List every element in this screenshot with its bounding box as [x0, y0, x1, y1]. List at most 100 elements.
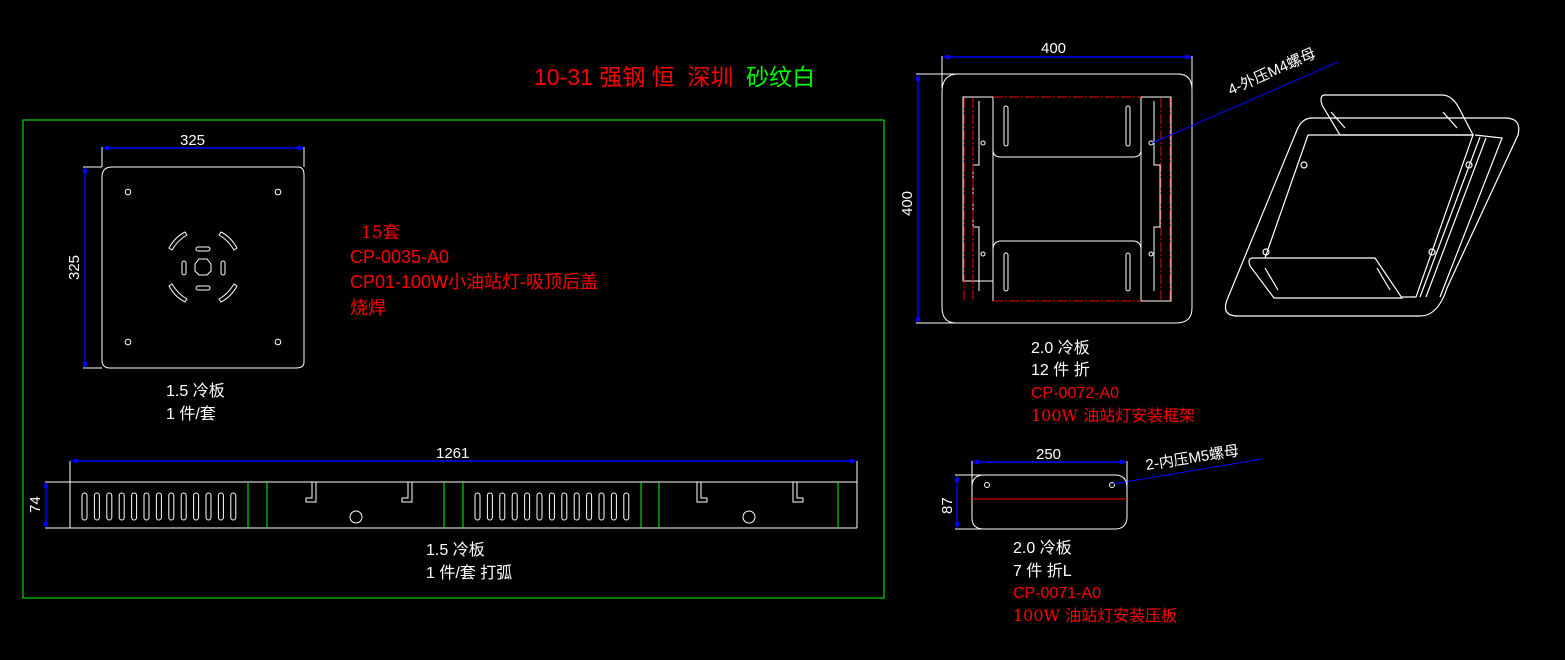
order-process: 烧焊 — [350, 298, 386, 318]
order-code: CP-0035-A0 — [350, 247, 450, 267]
frame-tab-top — [992, 98, 1142, 158]
title-date: 10-31 — [534, 64, 593, 90]
vent-slot — [486, 492, 493, 521]
cover-plate-qty: 1 件/套 — [166, 406, 216, 423]
cover-plate-width-dim: 325 — [180, 132, 206, 149]
strip-height-dim: 74 — [27, 496, 44, 513]
vent-slot — [524, 492, 531, 521]
vent-slot — [143, 492, 150, 521]
press-plate-extension-lines — [955, 461, 1128, 530]
mount-hole — [274, 338, 282, 346]
hook — [696, 482, 708, 503]
vent-slots-left — [81, 492, 237, 521]
frame-height-dim: 400 — [899, 190, 916, 216]
frame-callout-leader — [1151, 61, 1339, 144]
frame-tab-bottom — [992, 240, 1142, 301]
slot — [195, 246, 211, 252]
arc-slot — [168, 283, 188, 303]
order-name: CP01-100W小油站灯-吸顶后盖 — [350, 272, 599, 292]
title-customer: 强钢 恒 — [599, 64, 675, 90]
vent-slot — [499, 492, 506, 521]
vent-slot — [168, 492, 175, 521]
vent-slot — [81, 492, 88, 521]
mount-hole — [274, 188, 282, 196]
press-plate-dimensions — [955, 458, 1263, 528]
cover-plate-height-dim: 325 — [66, 254, 83, 280]
strip-qty: 1 件/套 打弧 — [426, 565, 513, 582]
strip-dimensions — [44, 459, 856, 527]
hook — [305, 482, 317, 503]
vent-slot — [573, 492, 580, 521]
frame-code: CP-0072-A0 — [1031, 385, 1120, 402]
frame-name: 100W 油站灯安装框架 — [1031, 406, 1196, 425]
press-plate-drawing — [971, 474, 1128, 530]
frame-inner-right — [1140, 96, 1172, 302]
vent-slot — [205, 492, 212, 521]
frame-isometric-view — [1224, 94, 1520, 317]
strip-bend-lines — [247, 482, 839, 528]
frame-qty: 12 件 折 — [1031, 362, 1090, 379]
vent-slot — [610, 492, 617, 521]
frame-inner-left — [962, 96, 994, 282]
arc-slot — [218, 231, 238, 251]
frame-bend-lines — [963, 96, 1171, 302]
arc-slot — [168, 231, 188, 251]
vent-slot — [193, 492, 200, 521]
order-sets: 15套 — [361, 223, 400, 243]
cover-plate-drawing — [101, 166, 305, 369]
strip-hole — [742, 510, 756, 524]
vent-slot — [623, 492, 630, 521]
press-plate-callout-leader — [1112, 458, 1263, 485]
strip-drawing — [45, 461, 858, 529]
frame-width-dim: 400 — [1041, 40, 1067, 57]
mount-hole — [124, 188, 132, 196]
arc-slot — [218, 283, 238, 303]
strip-length-dim: 1261 — [436, 445, 470, 462]
vent-slots-right — [474, 492, 630, 521]
vent-slot — [118, 492, 125, 521]
frame-extension-lines — [916, 56, 1193, 324]
press-plate-code: CP-0071-A0 — [1013, 585, 1102, 602]
hook — [792, 482, 804, 503]
vent-slot — [511, 492, 518, 521]
cover-plate-outline — [101, 166, 305, 369]
vent-slot — [598, 492, 605, 521]
vent-slot — [548, 492, 555, 521]
frame-drawing — [941, 73, 1193, 324]
sheet-border — [22, 119, 885, 599]
vent-slot — [155, 492, 162, 521]
press-plate-name: 100W 油站灯安装压板 — [1013, 606, 1178, 625]
vent-slot — [536, 492, 543, 521]
cover-plate-material: 1.5 冷板 — [166, 383, 225, 400]
mount-hole — [124, 338, 132, 346]
cover-plate-extension-lines — [83, 147, 305, 369]
center-hole — [194, 258, 212, 276]
drawing-title: 10-31 强钢 恒 深圳 砂纹白 — [534, 66, 815, 89]
title-city: 深圳 — [687, 64, 734, 90]
vent-slot — [561, 492, 568, 521]
strip-material: 1.5 冷板 — [426, 542, 485, 559]
press-plate-qty: 7 件 折L — [1013, 563, 1072, 580]
hook — [401, 482, 413, 503]
strip-hole — [349, 510, 363, 524]
vent-slot — [106, 492, 113, 521]
vent-slot — [230, 492, 237, 521]
press-plate-material: 2.0 冷板 — [1013, 540, 1072, 557]
slot — [181, 260, 187, 276]
vent-slot — [131, 492, 138, 521]
press-plate-outline — [971, 474, 1128, 530]
vent-slot — [93, 492, 100, 521]
vent-slot — [474, 492, 481, 521]
slot — [220, 260, 226, 276]
vent-slot — [586, 492, 593, 521]
frame-material: 2.0 冷板 — [1031, 340, 1090, 357]
vent-slot — [180, 492, 187, 521]
cover-plate-dimensions — [83, 146, 303, 367]
vent-slot — [217, 492, 224, 521]
frame-dimensions — [916, 55, 1339, 322]
frame-outline — [941, 73, 1193, 324]
press-plate-height-dim: 87 — [939, 497, 956, 514]
slot — [195, 285, 211, 291]
title-finish: 砂纹白 — [746, 64, 816, 90]
